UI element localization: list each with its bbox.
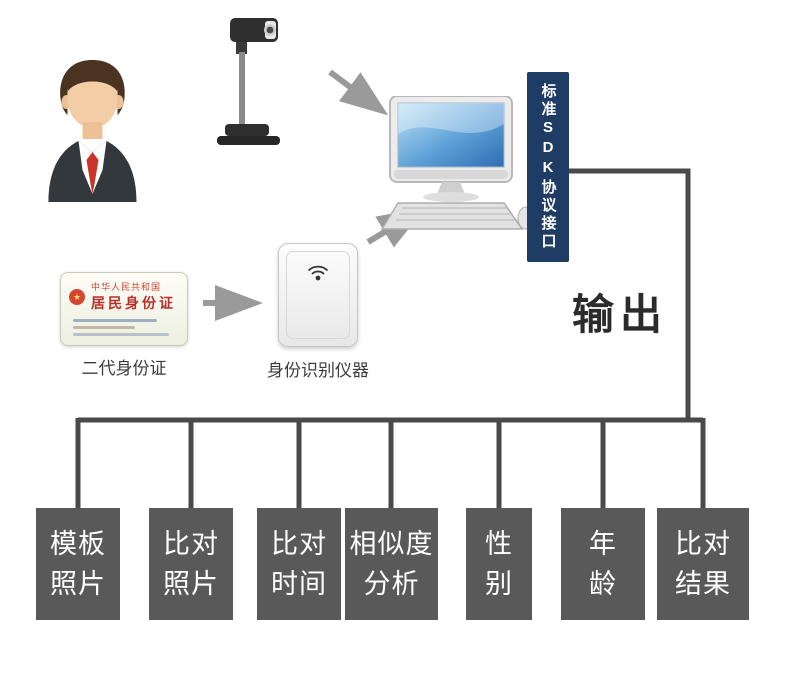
keyboard bbox=[380, 202, 524, 230]
monitor-screen bbox=[397, 102, 505, 168]
sdk-interface-bar: 标准SDK协议接口 bbox=[527, 72, 569, 262]
document-camera bbox=[217, 18, 280, 145]
contactless-icon bbox=[307, 265, 329, 281]
id-card-fineprint bbox=[69, 319, 179, 336]
sdk-interface-label: 标准SDK协议接口 bbox=[539, 83, 557, 251]
output-box-similarity: 相似度 分析 bbox=[345, 508, 438, 620]
output-box-gender: 性 别 bbox=[466, 508, 532, 620]
output-box-template-photo: 模板 照片 bbox=[36, 508, 120, 620]
id-card-caption: 二代身份证 bbox=[81, 359, 167, 378]
output-box-age: 年 龄 bbox=[561, 508, 645, 620]
id-reader-caption: 身份识别仪器 bbox=[267, 361, 369, 380]
id-card-country: 中华人民共和国 bbox=[91, 282, 162, 292]
id-reader bbox=[278, 243, 358, 347]
id-card: ★ 中华人民共和国 居民身份证 bbox=[60, 272, 188, 346]
output-box-compare-photo: 比对 照片 bbox=[149, 508, 233, 620]
id-card-title: 居民身份证 bbox=[91, 297, 176, 312]
output-box-compare-time: 比对 时间 bbox=[257, 508, 341, 620]
national-emblem-icon: ★ bbox=[69, 288, 85, 305]
computer bbox=[380, 96, 535, 230]
person-figure bbox=[48, 60, 137, 202]
output-label: 输出 bbox=[572, 291, 669, 338]
output-box-result: 比对 结果 bbox=[657, 508, 749, 620]
